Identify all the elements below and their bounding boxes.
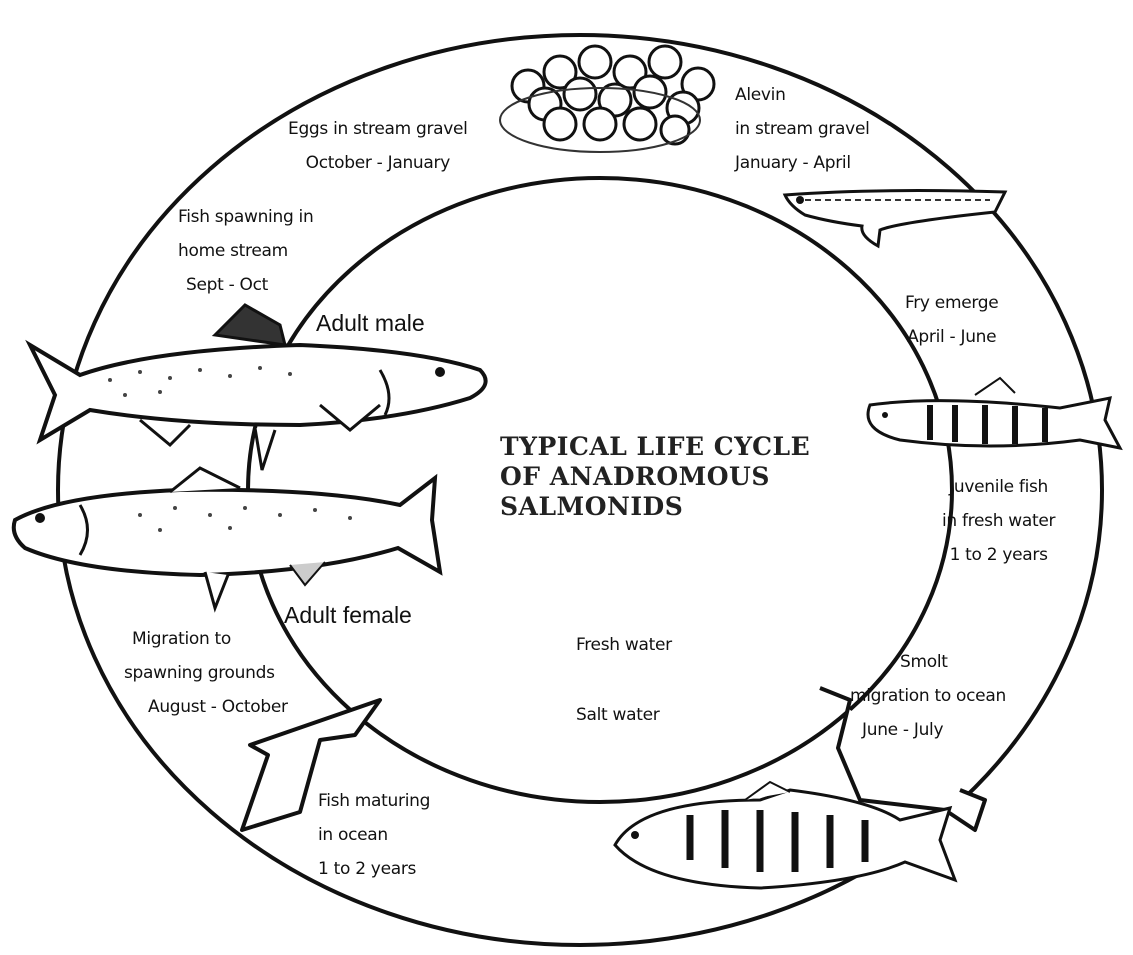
spawning-line-2: home stream bbox=[178, 234, 313, 268]
juvenile-line-2: in fresh water bbox=[942, 504, 1055, 538]
juvenile-line-3: 1 to 2 years bbox=[942, 538, 1055, 572]
alevin-line-3: January - April bbox=[735, 146, 870, 180]
eggs-line-1: Eggs in stream gravel bbox=[288, 112, 468, 146]
alevin-stage-label: Alevin in stream gravel January - April bbox=[735, 78, 870, 180]
eggs-stage-label: Eggs in stream gravel October - January bbox=[288, 112, 468, 180]
migration-line-3: August - October bbox=[124, 690, 288, 724]
ocean-line-3: 1 to 2 years bbox=[318, 852, 430, 886]
alevin-line-1: Alevin bbox=[735, 78, 870, 112]
migration-stage-label: Migration to spawning grounds August - O… bbox=[124, 622, 288, 724]
ocean-stage-label: Fish maturing in ocean 1 to 2 years bbox=[318, 784, 430, 886]
title-line-2: OF ANADROMOUS bbox=[500, 462, 810, 492]
juvenile-stage-label: Juvenile fish in fresh water 1 to 2 year… bbox=[942, 470, 1055, 572]
smolt-line-3: June - July bbox=[850, 713, 1006, 747]
salt-water-label: Salt water bbox=[576, 698, 659, 732]
juvenile-line-1: Juvenile fish bbox=[942, 470, 1055, 504]
fry-line-2: April - June bbox=[905, 320, 998, 354]
adult-male-label: Adult male bbox=[316, 310, 425, 337]
migration-line-2: spawning grounds bbox=[124, 656, 288, 690]
adult-female-label: Adult female bbox=[284, 602, 412, 629]
fry-fish-icon bbox=[868, 378, 1120, 448]
spawning-line-3: Sept - Oct bbox=[178, 268, 313, 302]
smolt-line-2: migration to ocean bbox=[850, 679, 1006, 713]
alevin-line-2: in stream gravel bbox=[735, 112, 870, 146]
alevin-fish-icon bbox=[785, 191, 1005, 246]
fry-line-1: Fry emerge bbox=[905, 286, 998, 320]
title-line-3: SALMONIDS bbox=[500, 492, 810, 522]
fresh-water-label: Fresh water bbox=[576, 628, 672, 662]
eggs-cluster-icon bbox=[500, 46, 714, 152]
smolt-line-1: Smolt bbox=[850, 645, 1006, 679]
fry-stage-label: Fry emerge April - June bbox=[905, 286, 998, 354]
eggs-line-2: October - January bbox=[288, 146, 468, 180]
diagram-title: TYPICAL LIFE CYCLE OF ANADROMOUS SALMONI… bbox=[500, 432, 810, 522]
ocean-line-2: in ocean bbox=[318, 818, 430, 852]
ocean-line-1: Fish maturing bbox=[318, 784, 430, 818]
adult-female-fish-icon bbox=[14, 468, 440, 608]
smolt-stage-label: Smolt migration to ocean June - July bbox=[850, 645, 1006, 747]
spawning-stage-label: Fish spawning in home stream Sept - Oct bbox=[178, 200, 313, 302]
spawning-line-1: Fish spawning in bbox=[178, 200, 313, 234]
title-line-1: TYPICAL LIFE CYCLE bbox=[500, 432, 810, 462]
migration-line-1: Migration to bbox=[124, 622, 288, 656]
